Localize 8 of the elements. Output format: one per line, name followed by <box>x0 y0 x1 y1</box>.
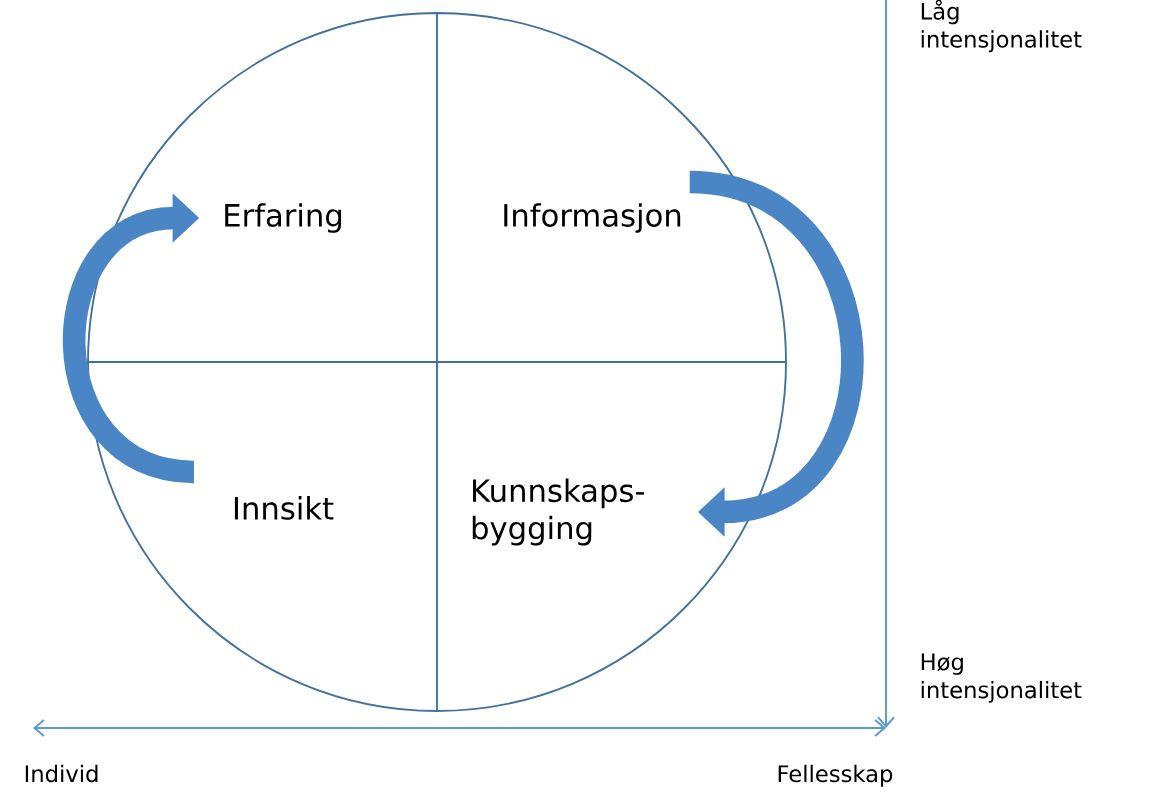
quadrant-label: Informasjon <box>504 203 681 233</box>
axis-label: Fellesskap <box>778 764 893 787</box>
quadrant-label: Kunnskaps-bygging <box>472 478 644 546</box>
axis-label: Individ <box>25 764 98 783</box>
axis-label: Låg intensjonalitet <box>921 0 1082 53</box>
axis-label: Høg intensjonalitet <box>921 653 1082 703</box>
quadrant-label: Innsikt <box>234 496 334 520</box>
quadrant-label: Erfaring <box>225 203 342 233</box>
